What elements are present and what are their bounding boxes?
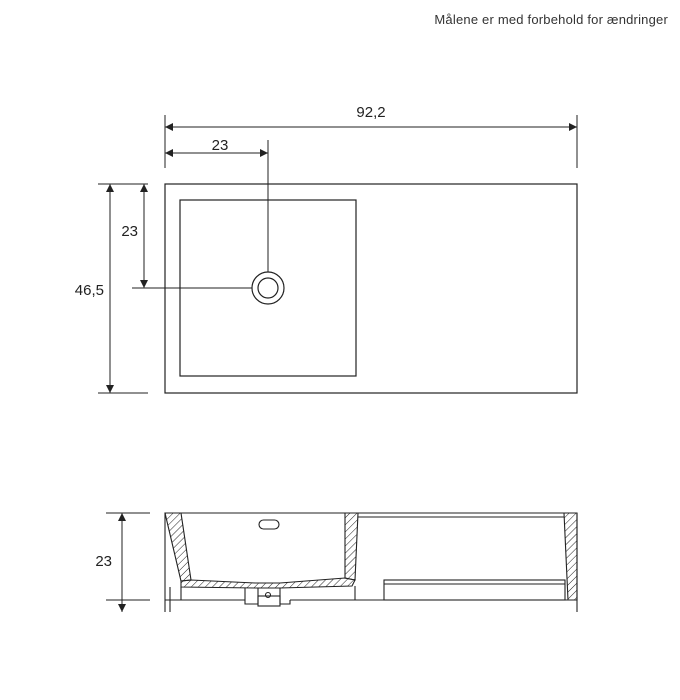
- drain-trap: [244, 588, 259, 605]
- extension-lines: [98, 115, 578, 394]
- section-view: [164, 512, 578, 612]
- disclaimer-note: Målene er med forbehold for ændringer: [434, 12, 668, 27]
- dimension-lines: [106, 123, 577, 393]
- dim-height-label: 23: [95, 553, 112, 570]
- dim-total-width-label: 92,2: [356, 104, 385, 121]
- dim-drain-x-label: 23: [212, 137, 229, 154]
- dim-total-depth-label: 46,5: [75, 282, 104, 299]
- height-dimension: [106, 512, 150, 612]
- right-wall-section: [563, 512, 578, 601]
- left-wall-section: [164, 512, 192, 582]
- middle-wall-section: [344, 512, 359, 581]
- drain-outer: [251, 271, 285, 305]
- drain-inner: [257, 277, 279, 299]
- shelf-box: [383, 579, 566, 601]
- overflow-slot: [258, 519, 280, 530]
- basin-floor-section: [180, 577, 356, 589]
- dim-drain-y-label: 23: [121, 223, 138, 240]
